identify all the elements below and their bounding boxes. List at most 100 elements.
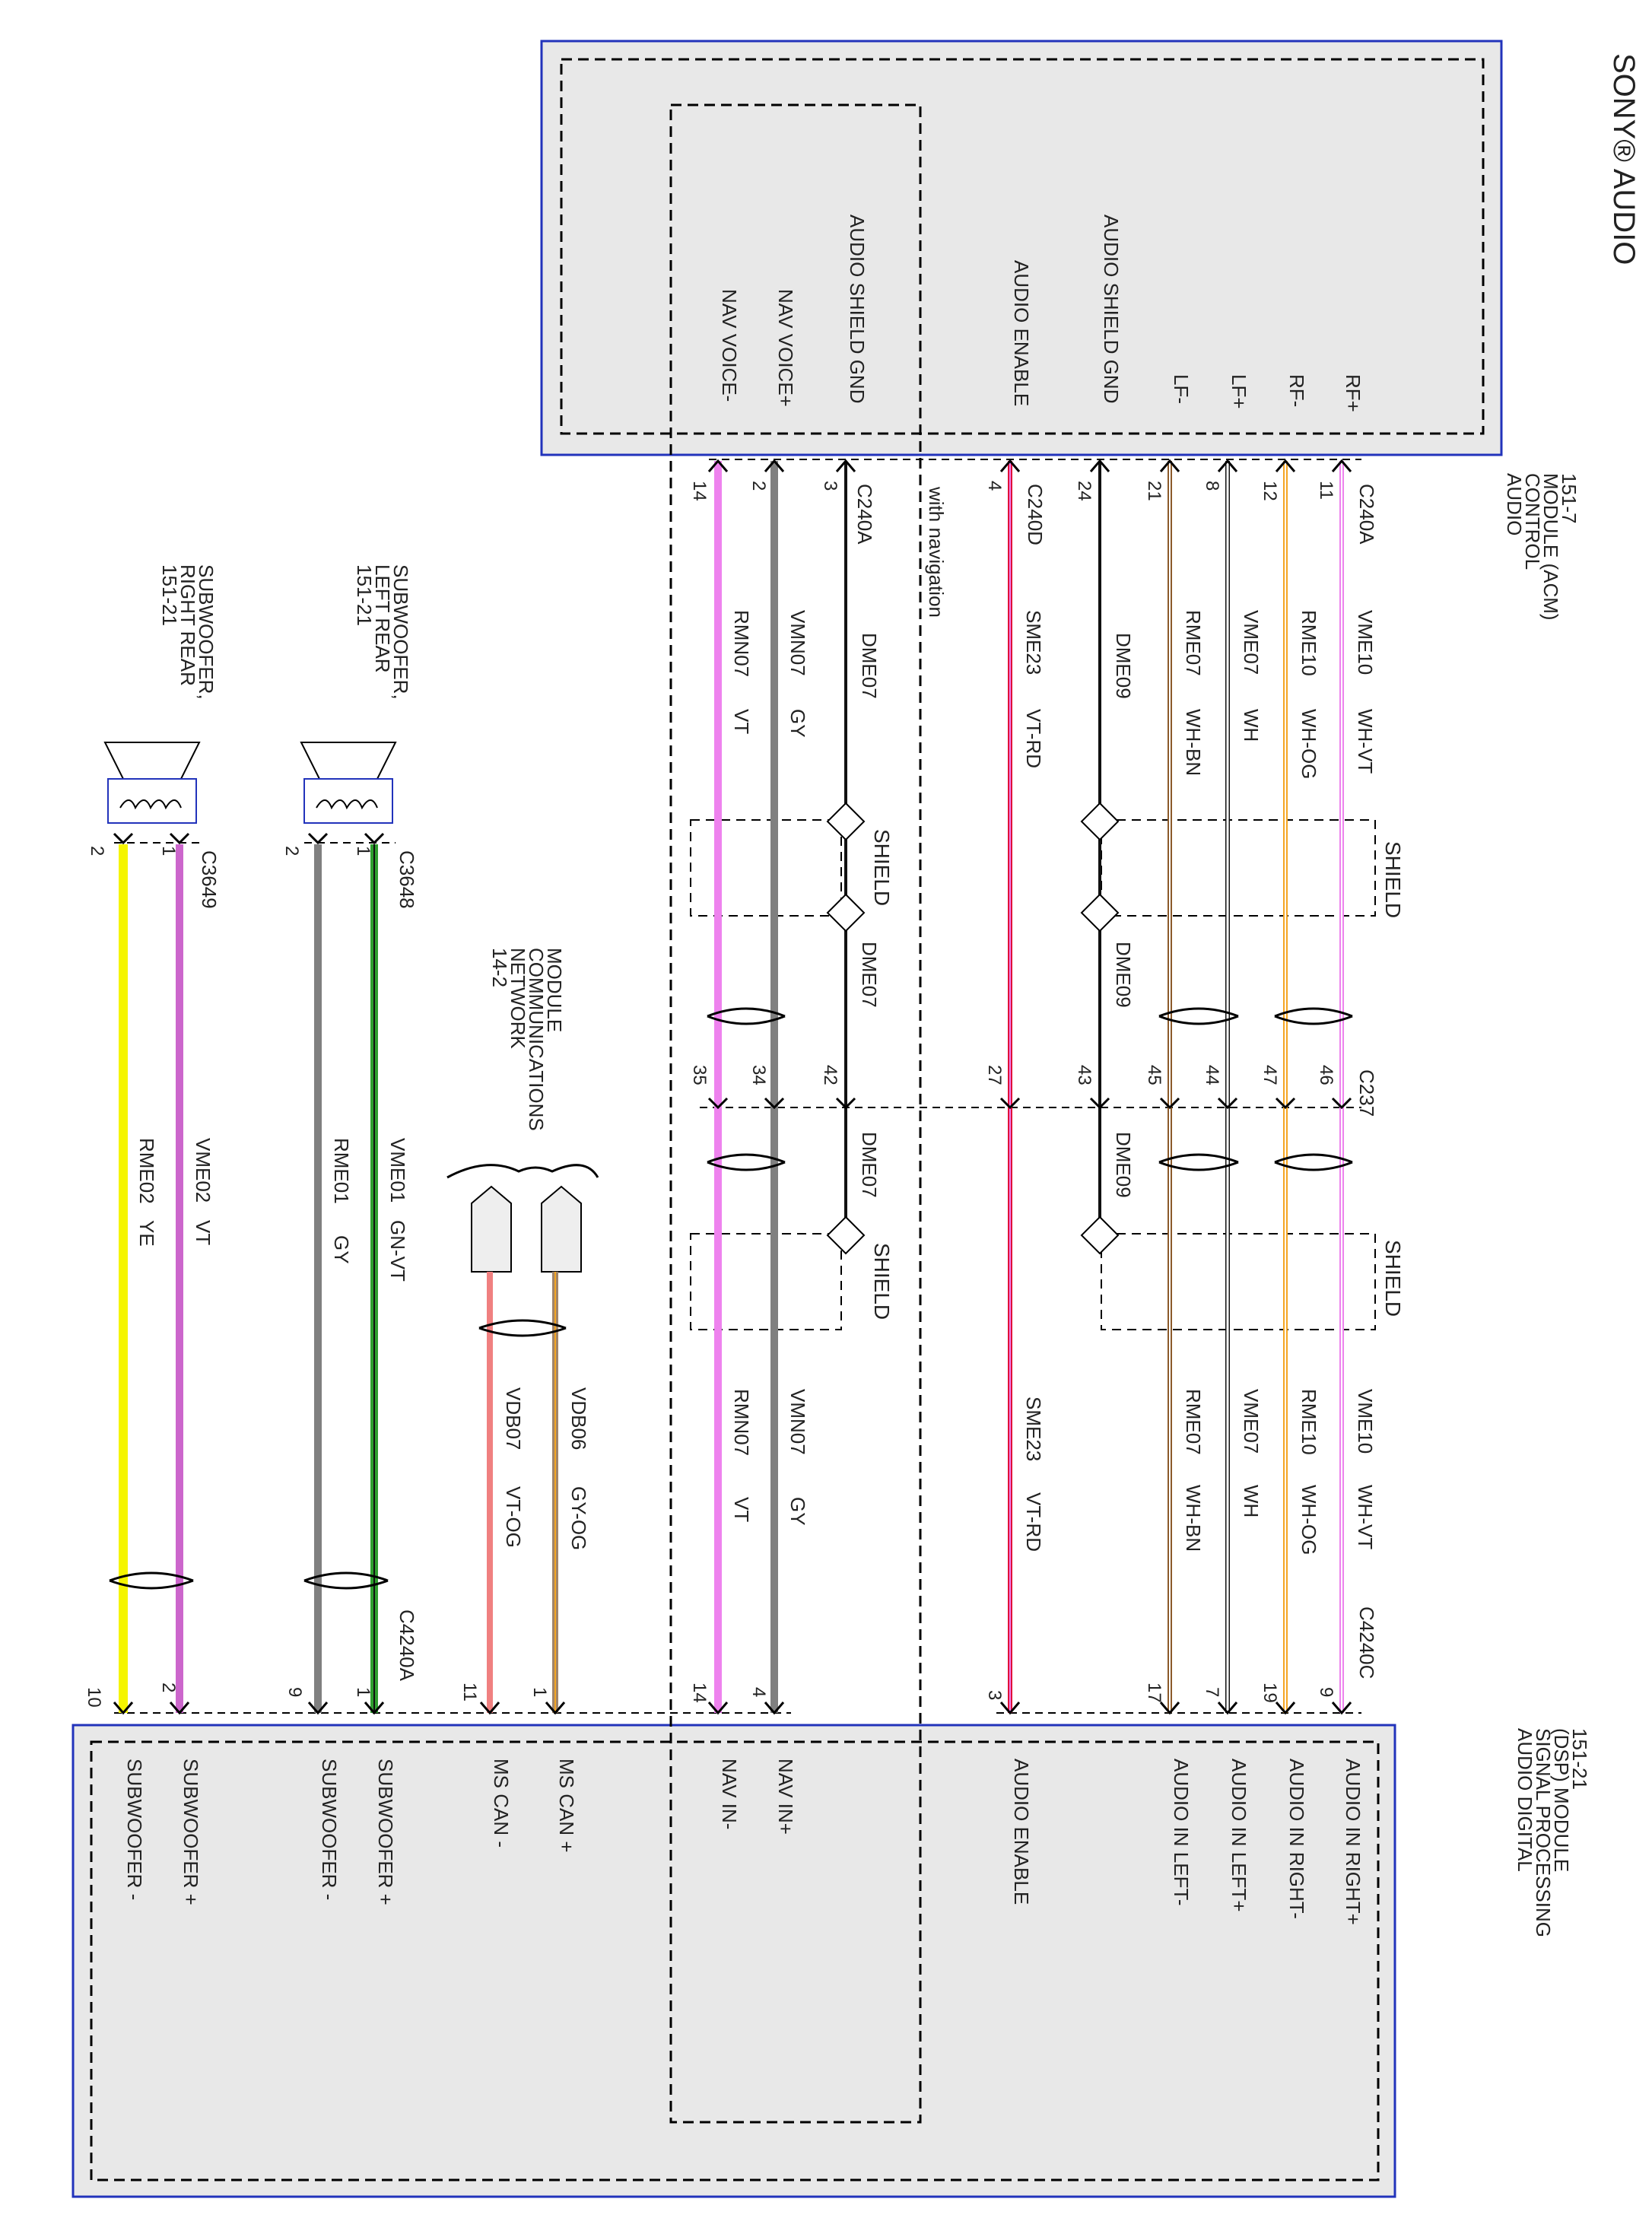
acm-box (540, 40, 1503, 456)
shield-box-upper-right (1101, 819, 1376, 917)
wire-ms-can-plus-circuit: VDB06 (567, 1387, 590, 1450)
subwoofer-right-line3: 151-21 (158, 564, 181, 626)
wire-lf-plus-c237-pin: 44 (1202, 1065, 1222, 1085)
wire-lf-plus-dsp-pin: 7 (1202, 1687, 1222, 1697)
mcn-terminal-right (541, 1185, 582, 1273)
wire-nav-voice-minus-circuit-2: RMN07 (730, 1389, 753, 1456)
acm-title: AUDIO CONTROL MODULE (ACM) 151-7 (1503, 473, 1581, 621)
wire-nav-voice-minus-circuit: RMN07 (730, 610, 753, 677)
wire-sub-left-minus: 2 RME01 GY 9 SUBWOOFER - (281, 844, 353, 1900)
wire-lf-minus-bottom-label: AUDIO IN LEFT- (1170, 1759, 1193, 1906)
wire-ms-can-minus-dsp-pin: 11 (459, 1683, 480, 1702)
wire-lf-minus-color-2: WH-BN (1182, 1485, 1205, 1552)
wire-nav-voice-plus: NAV VOICE+ 2 VMN07 GY 34 VMN07 GY 4 NAV … (748, 289, 809, 1835)
wire-nav-voice-plus-color: GY (786, 709, 809, 738)
shield-diamond-1b (1080, 893, 1120, 933)
connector-c4240a: C4240A (396, 1609, 418, 1682)
wire-ms-can-plus-dsp-pin: 1 (529, 1687, 550, 1697)
dsp-title-line4: 151-21 (1568, 1728, 1591, 1790)
wire-sub-left-minus-dsp-pin: 9 (284, 1687, 305, 1697)
wire-rf-plus-circuit-2: VME10 (1354, 1389, 1377, 1454)
dsp-title-line3: (DSP) MODULE (1550, 1728, 1573, 1872)
wire-audio-enable-circuit: SME23 (1022, 610, 1045, 675)
wire-lf-plus-circuit-2: VME07 (1240, 1389, 1263, 1454)
wire-audio-enable: AUDIO ENABLE 4 SME23 VT-RD 27 SME23 VT-R… (984, 260, 1045, 1905)
wire-rf-plus-acm-pin: 11 (1316, 481, 1336, 500)
wire-sub-left-plus-color: GN-VT (386, 1220, 409, 1282)
wire-rf-plus-bottom-label: AUDIO IN RIGHT+ (1342, 1759, 1364, 1925)
wire-audio-enable-acm-pin: 4 (984, 481, 1005, 491)
wire-shield-gnd-1: AUDIO SHIELD GND 24 DME09 DME09 43 DME09 (1074, 214, 1135, 1255)
shield-box-upper-left (690, 819, 842, 917)
subwoofer-left-label: SUBWOOFER, LEFT REAR 151-21 (353, 564, 412, 700)
wire-ms-can-minus-circuit: VDB07 (502, 1387, 525, 1450)
acm-title-line1: AUDIO (1503, 473, 1526, 535)
wire-rf-minus-top-label: RF- (1285, 374, 1308, 407)
connector-c237: C237 (1355, 1069, 1378, 1117)
wire-lf-plus-acm-pin: 8 (1202, 481, 1222, 491)
wire-shield-gnd-1-acm-pin: 24 (1074, 481, 1094, 501)
wire-sub-left-minus-spk-pin: 2 (281, 846, 302, 856)
subwoofer-left-line2: LEFT REAR (371, 564, 394, 673)
connector-c240d: C240D (1024, 484, 1047, 545)
wire-sub-right-plus-circuit: VME02 (192, 1138, 214, 1203)
wire-lf-plus-bottom-label: AUDIO IN LEFT+ (1228, 1759, 1250, 1912)
mcn-terminal-left (471, 1185, 512, 1273)
dsp-title-line1: AUDIO DIGITAL (1514, 1728, 1536, 1872)
mcn-network-symbol (446, 1164, 599, 1179)
wire-lf-plus-color: WH (1240, 709, 1263, 742)
wire-nav-voice-minus-color: VT (730, 709, 753, 734)
wire-sub-left-minus-bottom-label: SUBWOOFER - (318, 1759, 341, 1900)
wire-sub-left-plus-circuit: VME01 (386, 1138, 409, 1203)
wire-sub-right-plus-color: VT (192, 1220, 214, 1245)
wire-rf-minus-color-2: WH-OG (1298, 1485, 1320, 1555)
wire-sub-left-minus-circuit: RME01 (330, 1138, 353, 1204)
page-title: SONY® AUDIO (1607, 53, 1641, 265)
connector-c4240c: C4240C (1355, 1606, 1378, 1679)
connector-c240a-top: C240A (1355, 484, 1378, 545)
speaker-left-icon (300, 742, 397, 824)
mcn-line1: MODULE (543, 948, 566, 1032)
twist-symbols (109, 1007, 1353, 1590)
wire-sub-right-minus-spk-pin: 2 (87, 846, 107, 856)
wire-sub-left-minus-color: GY (330, 1235, 353, 1264)
shield-label-2: SHIELD (1381, 1240, 1405, 1317)
subwoofer-right-line2: RIGHT REAR (176, 564, 199, 686)
wire-audio-enable-circuit-2: SME23 (1022, 1397, 1045, 1461)
shield-diamond-2b (826, 893, 866, 933)
wire-shield-gnd-2: AUDIO SHIELD GND 3 DME07 DME07 42 DME07 (820, 214, 881, 1255)
mcn-label: MODULE COMMUNICATIONS NETWORK 14-2 (488, 948, 566, 1131)
wire-rf-plus: RF+ 11 VME10 WH-VT 46 VME10 WH-VT 9 AUDI… (1316, 374, 1377, 1925)
wire-audio-enable-bottom-label: AUDIO ENABLE (1010, 1759, 1033, 1905)
wire-rf-minus-circuit: RME10 (1298, 610, 1320, 676)
wire-nav-voice-plus-acm-pin: 2 (748, 481, 769, 491)
wire-lf-minus-c237-pin: 45 (1144, 1065, 1164, 1085)
wire-rf-plus-color: WH-VT (1354, 709, 1377, 774)
wire-ms-can-minus-bottom-label: MS CAN - (490, 1759, 513, 1848)
wire-nav-voice-minus-dsp-pin: 14 (689, 1683, 710, 1703)
acm-title-line2: CONTROL (1521, 473, 1544, 570)
subwoofer-right-label: SUBWOOFER, RIGHT REAR 151-21 (158, 564, 218, 700)
connector-c240a-nav: C240A (853, 484, 876, 545)
wire-lf-minus-circuit: RME07 (1182, 610, 1205, 676)
wire-nav-voice-minus-c237-pin: 35 (689, 1065, 710, 1085)
shield-label-4: SHIELD (870, 1243, 894, 1320)
wire-shield-gnd-2-circuit-b: DME07 (858, 942, 881, 1008)
wire-shield-gnd-1-circuit-c: DME09 (1112, 1132, 1135, 1198)
wire-sub-left-plus-dsp-pin: 1 (353, 1687, 373, 1697)
wire-rf-minus-bottom-label: AUDIO IN RIGHT- (1285, 1759, 1308, 1919)
wire-lf-minus-color: WH-BN (1182, 709, 1205, 776)
wire-lf-minus-top-label: LF- (1170, 374, 1193, 404)
wire-rf-plus-c237-pin: 46 (1316, 1065, 1336, 1085)
shield-diamond-2a (826, 802, 866, 841)
wire-ms-can-plus-bottom-label: MS CAN + (555, 1759, 578, 1853)
acm-module: AUDIO CONTROL MODULE (ACM) 151-7 (540, 40, 1581, 621)
wire-shield-gnd-1-top-label: AUDIO SHIELD GND (1100, 214, 1123, 404)
wire-ms-can-plus-color: GY-OG (567, 1486, 590, 1550)
acm-title-line4: 151-7 (1558, 473, 1581, 524)
wire-nav-voice-minus-color-2: VT (730, 1497, 753, 1522)
wire-lf-plus: LF+ 8 VME07 WH 44 VME07 WH 7 AUDIO IN LE… (1202, 374, 1263, 1912)
dsp-title: AUDIO DIGITAL SIGNAL PROCESSING (DSP) MO… (1514, 1728, 1591, 1937)
wire-ms-can-minus: VDB07 VT-OG 11 MS CAN - (459, 1272, 525, 1848)
wire-rf-minus-c237-pin: 47 (1260, 1065, 1280, 1085)
